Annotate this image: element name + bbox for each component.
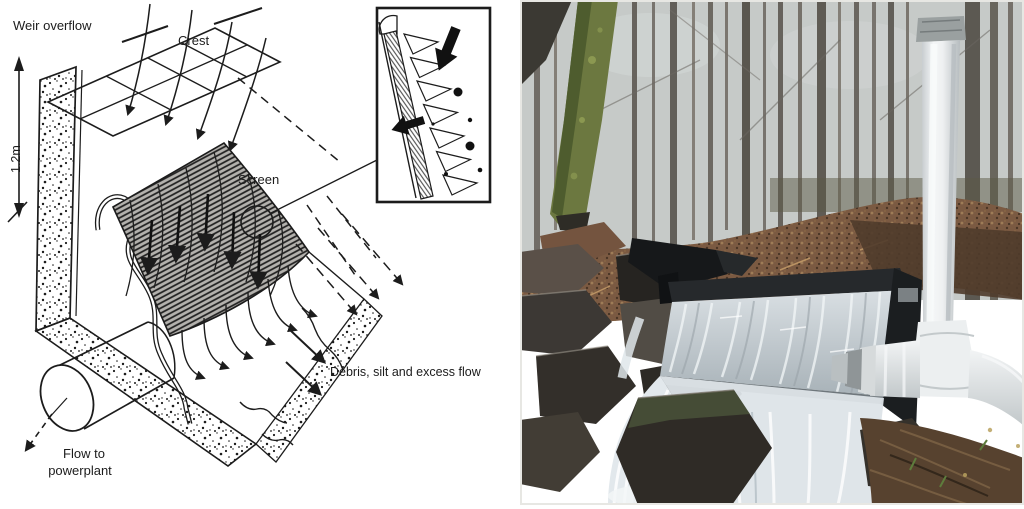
screen-face <box>111 141 311 337</box>
screen-ribs <box>125 151 284 297</box>
weir-overflow-label: Weir overflow <box>13 18 92 33</box>
weir-wall-section <box>35 65 83 333</box>
union-nut <box>845 349 862 390</box>
soil-root-bank <box>860 418 1024 506</box>
dimension-label: 1.2m <box>9 145 23 173</box>
debris-particles <box>431 87 483 176</box>
apron-section <box>34 298 383 467</box>
screen-label: Screen <box>238 172 279 187</box>
overflow-arrows <box>125 3 267 152</box>
left-arm <box>870 340 920 398</box>
through-flow-lines <box>181 265 318 380</box>
weir-diagram: 1.2m <box>7 3 492 478</box>
crest-grid <box>46 27 282 137</box>
wedge-wire-teeth <box>402 33 479 196</box>
screen-callout <box>240 159 378 239</box>
photo-panel <box>519 0 1024 509</box>
crest-edge-marks <box>121 7 263 43</box>
crest-label: Crest <box>178 33 209 48</box>
plastic-sheeting <box>628 238 758 290</box>
pipe-cap <box>916 16 966 42</box>
outlet-pipe-cylinder <box>24 321 176 452</box>
debris-flow-arrows <box>285 213 404 396</box>
mounting-bracket <box>898 288 918 302</box>
tee-hub <box>910 320 980 398</box>
intake-photo <box>519 0 1024 509</box>
sky-patch <box>580 13 720 77</box>
flow-to-powerplant-label-line1: Flow to <box>63 446 105 461</box>
dashed-flow-edges <box>237 77 377 276</box>
screen-top-frame <box>668 268 908 302</box>
support-bar <box>383 30 434 200</box>
dimension-height <box>7 56 28 223</box>
grass-blades <box>909 439 988 488</box>
collection-channel <box>94 194 193 425</box>
pvc-standpipe <box>916 16 966 326</box>
flow-to-powerplant-label-line2: powerplant <box>48 463 112 478</box>
inset-detail-box <box>375 6 492 204</box>
diagram-panel: 1.2m <box>7 3 492 478</box>
photo-edge <box>520 0 1024 505</box>
debris-label: Debris, silt and excess flow <box>330 365 482 379</box>
pipe-fittings <box>831 320 1024 426</box>
inset-flow-arrows <box>391 26 461 135</box>
screen-flow-arrows <box>140 193 268 290</box>
